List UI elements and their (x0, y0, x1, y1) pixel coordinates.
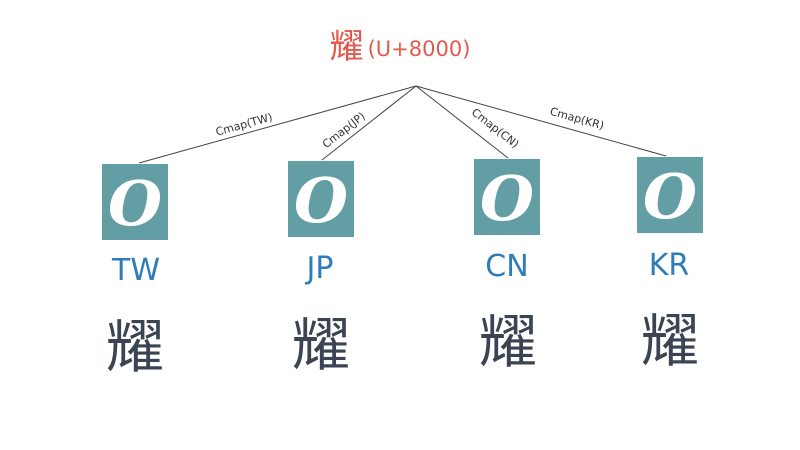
root-codepoint: (U+8000) (367, 37, 471, 61)
font-box-jp: O (288, 161, 354, 237)
root-glyph: 耀 (329, 27, 364, 67)
cmap-label-cn: Cmap(CN) (469, 106, 522, 151)
locale-label-cn: CN (485, 249, 529, 284)
font-box-tw: O (102, 164, 168, 240)
cmap-label-kr: Cmap(KR) (548, 105, 605, 132)
root-character: 耀(U+8000) (330, 30, 471, 64)
locale-label-jp: JP (306, 251, 334, 286)
connector-line-kr (415, 85, 667, 157)
result-glyph-jp: 耀 (291, 311, 351, 379)
font-box-cn: O (474, 159, 540, 235)
locale-label-tw: TW (112, 253, 160, 288)
result-glyph-kr: 耀 (640, 307, 700, 375)
font-box-kr: O (637, 157, 703, 233)
connector-line-jp (321, 85, 417, 161)
result-glyph-cn: 耀 (478, 308, 538, 376)
locale-label-kr: KR (648, 248, 690, 283)
connector-line-tw (138, 85, 417, 164)
cmap-label-tw: Cmap(TW) (214, 111, 274, 139)
connector-line-cn (415, 85, 509, 159)
result-glyph-tw: 耀 (105, 313, 165, 381)
